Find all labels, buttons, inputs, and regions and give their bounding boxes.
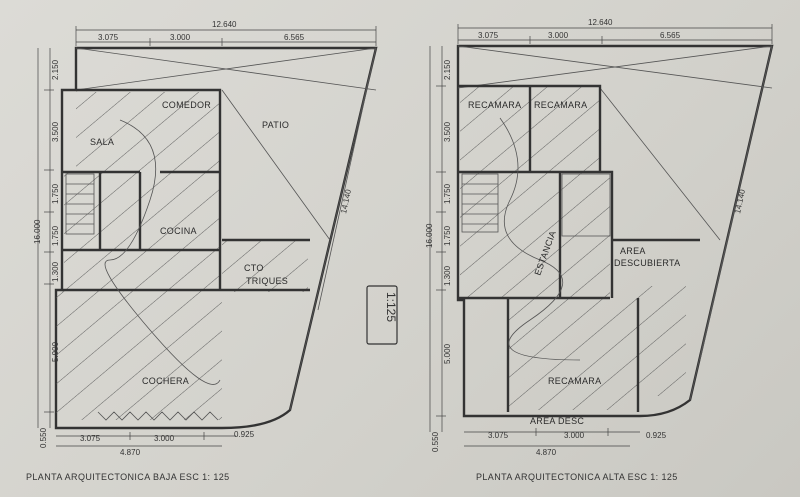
room-triques: TRIQUES bbox=[246, 276, 288, 286]
right-side-dim-7: 0.550 bbox=[431, 431, 440, 452]
left-top-dim-1: 3.075 bbox=[98, 33, 119, 42]
left-side-dim-5: 1.300 bbox=[51, 261, 60, 282]
right-stair-steps bbox=[462, 183, 498, 225]
left-hatch-triques bbox=[222, 240, 308, 292]
left-total-width: 12.640 bbox=[212, 20, 237, 29]
left-diagonal-line bbox=[317, 47, 377, 311]
left-interior-walls bbox=[62, 88, 310, 292]
right-plan: 12.640 3.075 3.000 6.565 16.000 2.150 3.… bbox=[425, 18, 774, 482]
right-hatch-recamara-bottom bbox=[508, 298, 638, 410]
right-bottom-dim-1: 3.075 bbox=[488, 431, 509, 440]
left-circulation bbox=[104, 119, 221, 385]
scale-stamp: 1:125 bbox=[366, 285, 398, 345]
right-side-dim-4: 1.750 bbox=[443, 225, 452, 246]
left-stair-steps bbox=[66, 183, 94, 225]
right-interior-walls bbox=[458, 84, 700, 412]
right-bathroom bbox=[561, 173, 611, 237]
left-side-dim-7: 0.550 bbox=[39, 427, 48, 448]
left-side-dim-1: 2.150 bbox=[51, 59, 60, 80]
right-side-dim-2: 3.500 bbox=[443, 121, 452, 142]
room-sala: SALA bbox=[90, 137, 114, 147]
right-side-dim-5: 1.300 bbox=[443, 265, 452, 286]
room-area-desc: AREA DESC bbox=[530, 416, 584, 426]
left-roof-lines bbox=[75, 47, 377, 411]
room-cto: CTO bbox=[244, 263, 264, 273]
right-side-dim-3: 1.750 bbox=[443, 183, 452, 204]
right-roof-lines bbox=[457, 45, 773, 401]
left-hatch-sala-comedor bbox=[76, 92, 220, 172]
right-bottom-dim-3: 0.925 bbox=[646, 431, 667, 440]
left-hatch-middle bbox=[64, 172, 220, 290]
right-side-dim-1: 2.150 bbox=[443, 59, 452, 80]
right-top-dim-1: 3.075 bbox=[478, 31, 499, 40]
right-circulation bbox=[499, 117, 581, 361]
scale-stamp-text: 1:125 bbox=[384, 292, 398, 322]
right-stair bbox=[461, 173, 499, 233]
left-top-dim-3: 6.565 bbox=[284, 33, 305, 42]
left-hatch-cochera bbox=[56, 290, 222, 420]
room-area: AREA bbox=[620, 246, 646, 256]
right-caption: PLANTA ARQUITECTONICA ALTA ESC 1: 125 bbox=[476, 472, 678, 482]
left-total-height: 16.000 bbox=[33, 219, 42, 244]
right-top-dim-3: 6.565 bbox=[660, 31, 681, 40]
left-caption: PLANTA ARQUITECTONICA BAJA ESC 1: 125 bbox=[26, 472, 230, 482]
room-patio: PATIO bbox=[262, 120, 289, 130]
right-total-width: 12.640 bbox=[588, 18, 613, 27]
right-total-height: 16.000 bbox=[425, 223, 434, 248]
room-descubierta: DESCUBIERTA bbox=[614, 258, 680, 268]
left-bottom-dim-2: 3.000 bbox=[154, 434, 175, 443]
right-bottom-total: 4.870 bbox=[536, 448, 557, 457]
room-recamara-2: RECAMARA bbox=[534, 100, 587, 110]
right-diagonal-line bbox=[699, 45, 773, 361]
room-comedor: COMEDOR bbox=[162, 100, 211, 110]
room-cochera: COCHERA bbox=[142, 376, 189, 386]
left-side-dim-4: 1.750 bbox=[51, 225, 60, 246]
left-side-dim-3: 1.750 bbox=[51, 183, 60, 204]
right-side-dim-6: 5.000 bbox=[443, 343, 452, 364]
right-bottom-dim-2: 3.000 bbox=[564, 431, 585, 440]
left-side-dim-2: 3.500 bbox=[51, 121, 60, 142]
room-recamara-3: RECAMARA bbox=[548, 376, 601, 386]
left-top-dim-2: 3.000 bbox=[170, 33, 191, 42]
right-hatch-area-desc bbox=[636, 286, 686, 396]
right-top-dim-2: 3.000 bbox=[548, 31, 569, 40]
room-recamara-1: RECAMARA bbox=[468, 100, 521, 110]
room-cocina: COCINA bbox=[160, 226, 197, 236]
right-hatch-estancia bbox=[460, 172, 610, 298]
right-outline bbox=[456, 44, 774, 418]
left-bottom-dim-3: 0.925 bbox=[234, 430, 255, 439]
left-bottom-total: 4.870 bbox=[120, 448, 141, 457]
left-bottom-dim-1: 3.075 bbox=[80, 434, 101, 443]
right-diagonal-dim: 14.140 bbox=[733, 188, 747, 214]
left-plan: 12.640 3.075 3.000 6.565 16.000 2.150 3.… bbox=[26, 20, 378, 482]
left-garage-edge bbox=[97, 411, 219, 421]
